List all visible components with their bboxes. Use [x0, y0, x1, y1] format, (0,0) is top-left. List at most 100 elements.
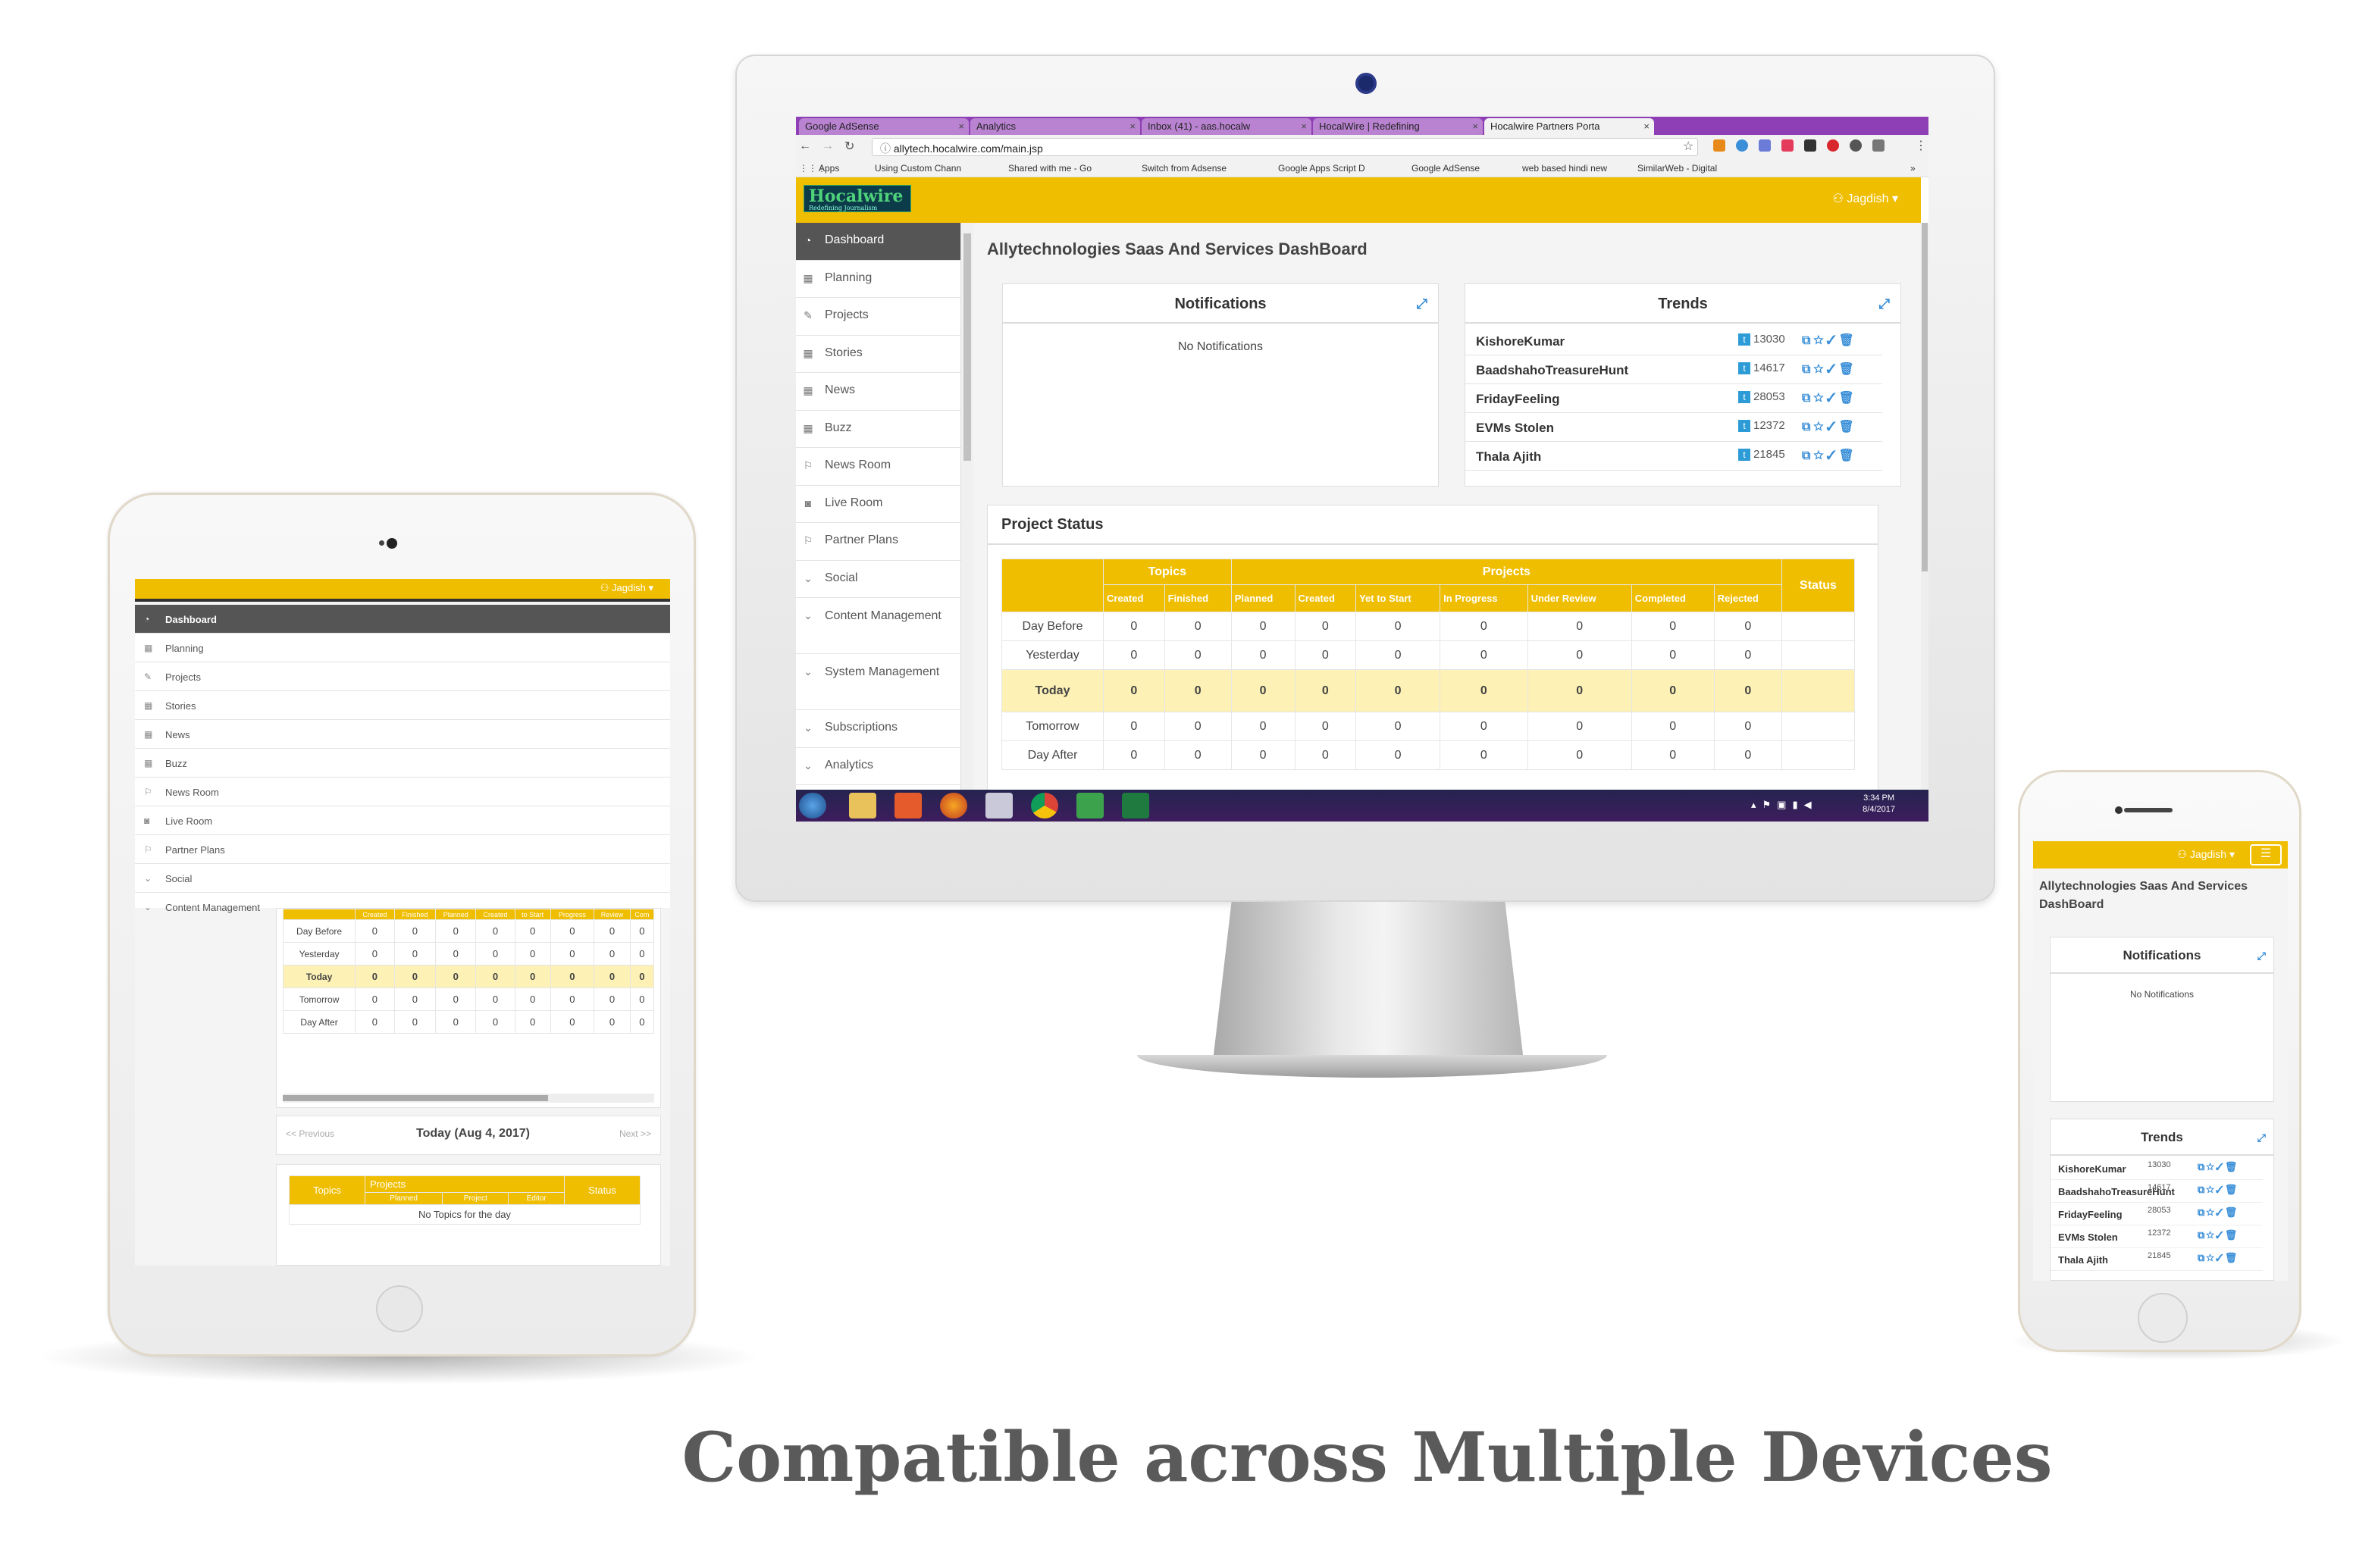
browser-tab[interactable]: Inbox (41) - aas.hocalw× — [1142, 118, 1311, 135]
media-player-icon[interactable] — [894, 793, 922, 818]
hamburger-menu-icon[interactable]: ☰ — [2250, 844, 2282, 865]
sidebar-item-news[interactable]: ▦News — [796, 373, 960, 411]
forward-icon[interactable]: → — [822, 139, 834, 152]
trend-actions[interactable]: ⧉☆✓🗑 — [2198, 1229, 2239, 1241]
bookmark-item[interactable]: Google Apps Script D — [1278, 163, 1365, 174]
close-tab-icon[interactable]: × — [1129, 120, 1136, 132]
bookmark-item[interactable]: SimilarWeb - Digital — [1637, 163, 1718, 174]
bookmark-item[interactable]: Using Custom Chann — [875, 163, 962, 174]
sidebar-item-social[interactable]: ⌄Social — [135, 864, 670, 893]
extension-icon[interactable] — [1759, 139, 1771, 152]
excel-icon[interactable] — [1122, 793, 1149, 818]
sidebar-item-buzz[interactable]: ▦Buzz — [135, 749, 670, 778]
system-tray-icons[interactable]: ▴⚑▣▮◀ — [1751, 799, 1818, 810]
close-tab-icon[interactable]: × — [1301, 120, 1307, 132]
url-field[interactable]: ⓘ allytech.hocalwire.com/main.jsp — [872, 138, 1698, 156]
browser-tab[interactable]: Analytics× — [970, 118, 1140, 135]
sidebar-item-live-room[interactable]: ◙Live Room — [796, 486, 960, 523]
extension-icon[interactable] — [1850, 139, 1862, 152]
page-scrollbar[interactable] — [1921, 223, 1928, 791]
tablet-home-button[interactable] — [376, 1285, 423, 1332]
app-icon[interactable] — [1076, 793, 1104, 818]
sidebar-item-stories[interactable]: ▦Stories — [796, 336, 960, 373]
sidebar-item-content-management[interactable]: ⌄Content Management — [796, 598, 960, 654]
phone-home-button[interactable] — [2138, 1293, 2188, 1343]
trend-actions[interactable]: ⧉☆✓🗑 — [1802, 449, 1857, 462]
expand-icon[interactable]: ⤢ — [2257, 1131, 2266, 1144]
sidebar-item-content-management[interactable]: ⌄Content Management — [144, 902, 261, 913]
close-tab-icon[interactable]: × — [1472, 120, 1478, 132]
trend-actions[interactable]: ⧉☆✓🗑 — [1802, 334, 1857, 347]
close-tab-icon[interactable]: × — [958, 120, 964, 132]
sidebar-item-news-room[interactable]: ⚐News Room — [796, 448, 960, 486]
horizontal-scrollbar[interactable] — [283, 1094, 654, 1103]
sidebar-item-planning[interactable]: ▦Planning — [796, 261, 960, 298]
sidebar-scrollbar[interactable] — [961, 223, 973, 822]
sidebar-item-partner-plans[interactable]: ⚐Partner Plans — [135, 835, 670, 864]
user-menu[interactable]: ⚇ Jagdish ▾ — [1832, 192, 1898, 205]
paint-icon[interactable] — [985, 793, 1013, 818]
bookmark-item[interactable]: web based hindi new — [1522, 163, 1608, 174]
trend-actions[interactable]: ⧉☆✓🗑 — [2198, 1161, 2239, 1172]
sidebar-item-planning[interactable]: ▦Planning — [135, 634, 670, 662]
extension-icon[interactable] — [1713, 139, 1725, 152]
next-link[interactable]: Next >> — [619, 1128, 651, 1139]
extension-icon[interactable] — [1804, 139, 1816, 152]
bookmark-item[interactable]: Switch from Adsense — [1142, 163, 1227, 174]
sidebar-item-social[interactable]: ⌄Social — [796, 561, 960, 598]
extension-icon[interactable] — [1736, 139, 1748, 152]
apps-grid-icon[interactable]: ⋮⋮⋮ — [799, 163, 826, 174]
more-bookmarks-icon[interactable]: » — [1910, 163, 1916, 174]
bookmark-item[interactable]: Apps — [819, 163, 840, 174]
browser-tab[interactable]: Google AdSense× — [799, 118, 969, 135]
phone-user-menu[interactable]: ⚇ Jagdish ▾ — [2177, 848, 2235, 860]
trend-actions[interactable]: ⧉☆✓🗑 — [1802, 421, 1857, 433]
close-tab-icon[interactable]: × — [1643, 120, 1650, 132]
extension-icon[interactable] — [1872, 139, 1885, 152]
sidebar-item-news-room[interactable]: ⚐News Room — [135, 778, 670, 806]
previous-link[interactable]: << Previous — [286, 1128, 335, 1139]
sidebar-item-dashboard[interactable]: ◔Dashboard — [796, 223, 960, 261]
chrome-icon[interactable] — [1031, 793, 1058, 818]
browser-tab[interactable]: HocalWire | Redefining× — [1313, 118, 1483, 135]
sidebar-item-buzz[interactable]: ▦Buzz — [796, 411, 960, 448]
start-button-icon[interactable] — [799, 793, 826, 818]
tablet-user-menu[interactable]: ⚇ Jagdish ▾ — [600, 582, 653, 593]
extension-icon[interactable] — [1781, 139, 1794, 152]
expand-icon[interactable]: ⤢ — [1878, 296, 1890, 311]
sidebar-item-analytics[interactable]: ⌄Analytics — [796, 748, 960, 785]
back-icon[interactable]: ← — [799, 139, 811, 152]
trend-actions[interactable]: ⧉☆✓🗑 — [2198, 1252, 2239, 1263]
expand-icon[interactable]: ⤢ — [2257, 950, 2266, 962]
sidebar-item-dashboard[interactable]: ◔Dashboard — [135, 605, 670, 634]
reload-icon[interactable]: ↻ — [844, 140, 855, 153]
trend-actions[interactable]: ⧉☆✓🗑 — [2198, 1184, 2239, 1195]
sidebar-item-projects[interactable]: ✎Projects — [135, 662, 670, 691]
bookmark-item[interactable]: Google AdSense — [1411, 163, 1480, 174]
bookmark-item[interactable]: Shared with me - Go — [1008, 163, 1092, 174]
browser-tab-active[interactable]: Hocalwire Partners Porta× — [1484, 118, 1654, 135]
sidebar-item-news[interactable]: ▦News — [135, 720, 670, 749]
sidebar-item-live-room[interactable]: ◙Live Room — [135, 806, 670, 835]
sidebar-item-subscriptions[interactable]: ⌄Subscriptions — [796, 710, 960, 748]
extension-icon[interactable] — [1827, 139, 1839, 152]
sidebar-item-stories[interactable]: ▦Stories — [135, 691, 670, 720]
sidebar-item-partner-plans[interactable]: ⚐Partner Plans — [796, 523, 960, 561]
bookmark-star-icon[interactable]: ☆ — [1683, 140, 1694, 153]
expand-icon[interactable]: ⤢ — [1416, 296, 1427, 311]
trend-actions[interactable]: ⧉☆✓🗑 — [2198, 1207, 2239, 1218]
firefox-icon[interactable] — [940, 793, 967, 818]
browser-menu-icon[interactable]: ⋮ — [1915, 139, 1927, 152]
